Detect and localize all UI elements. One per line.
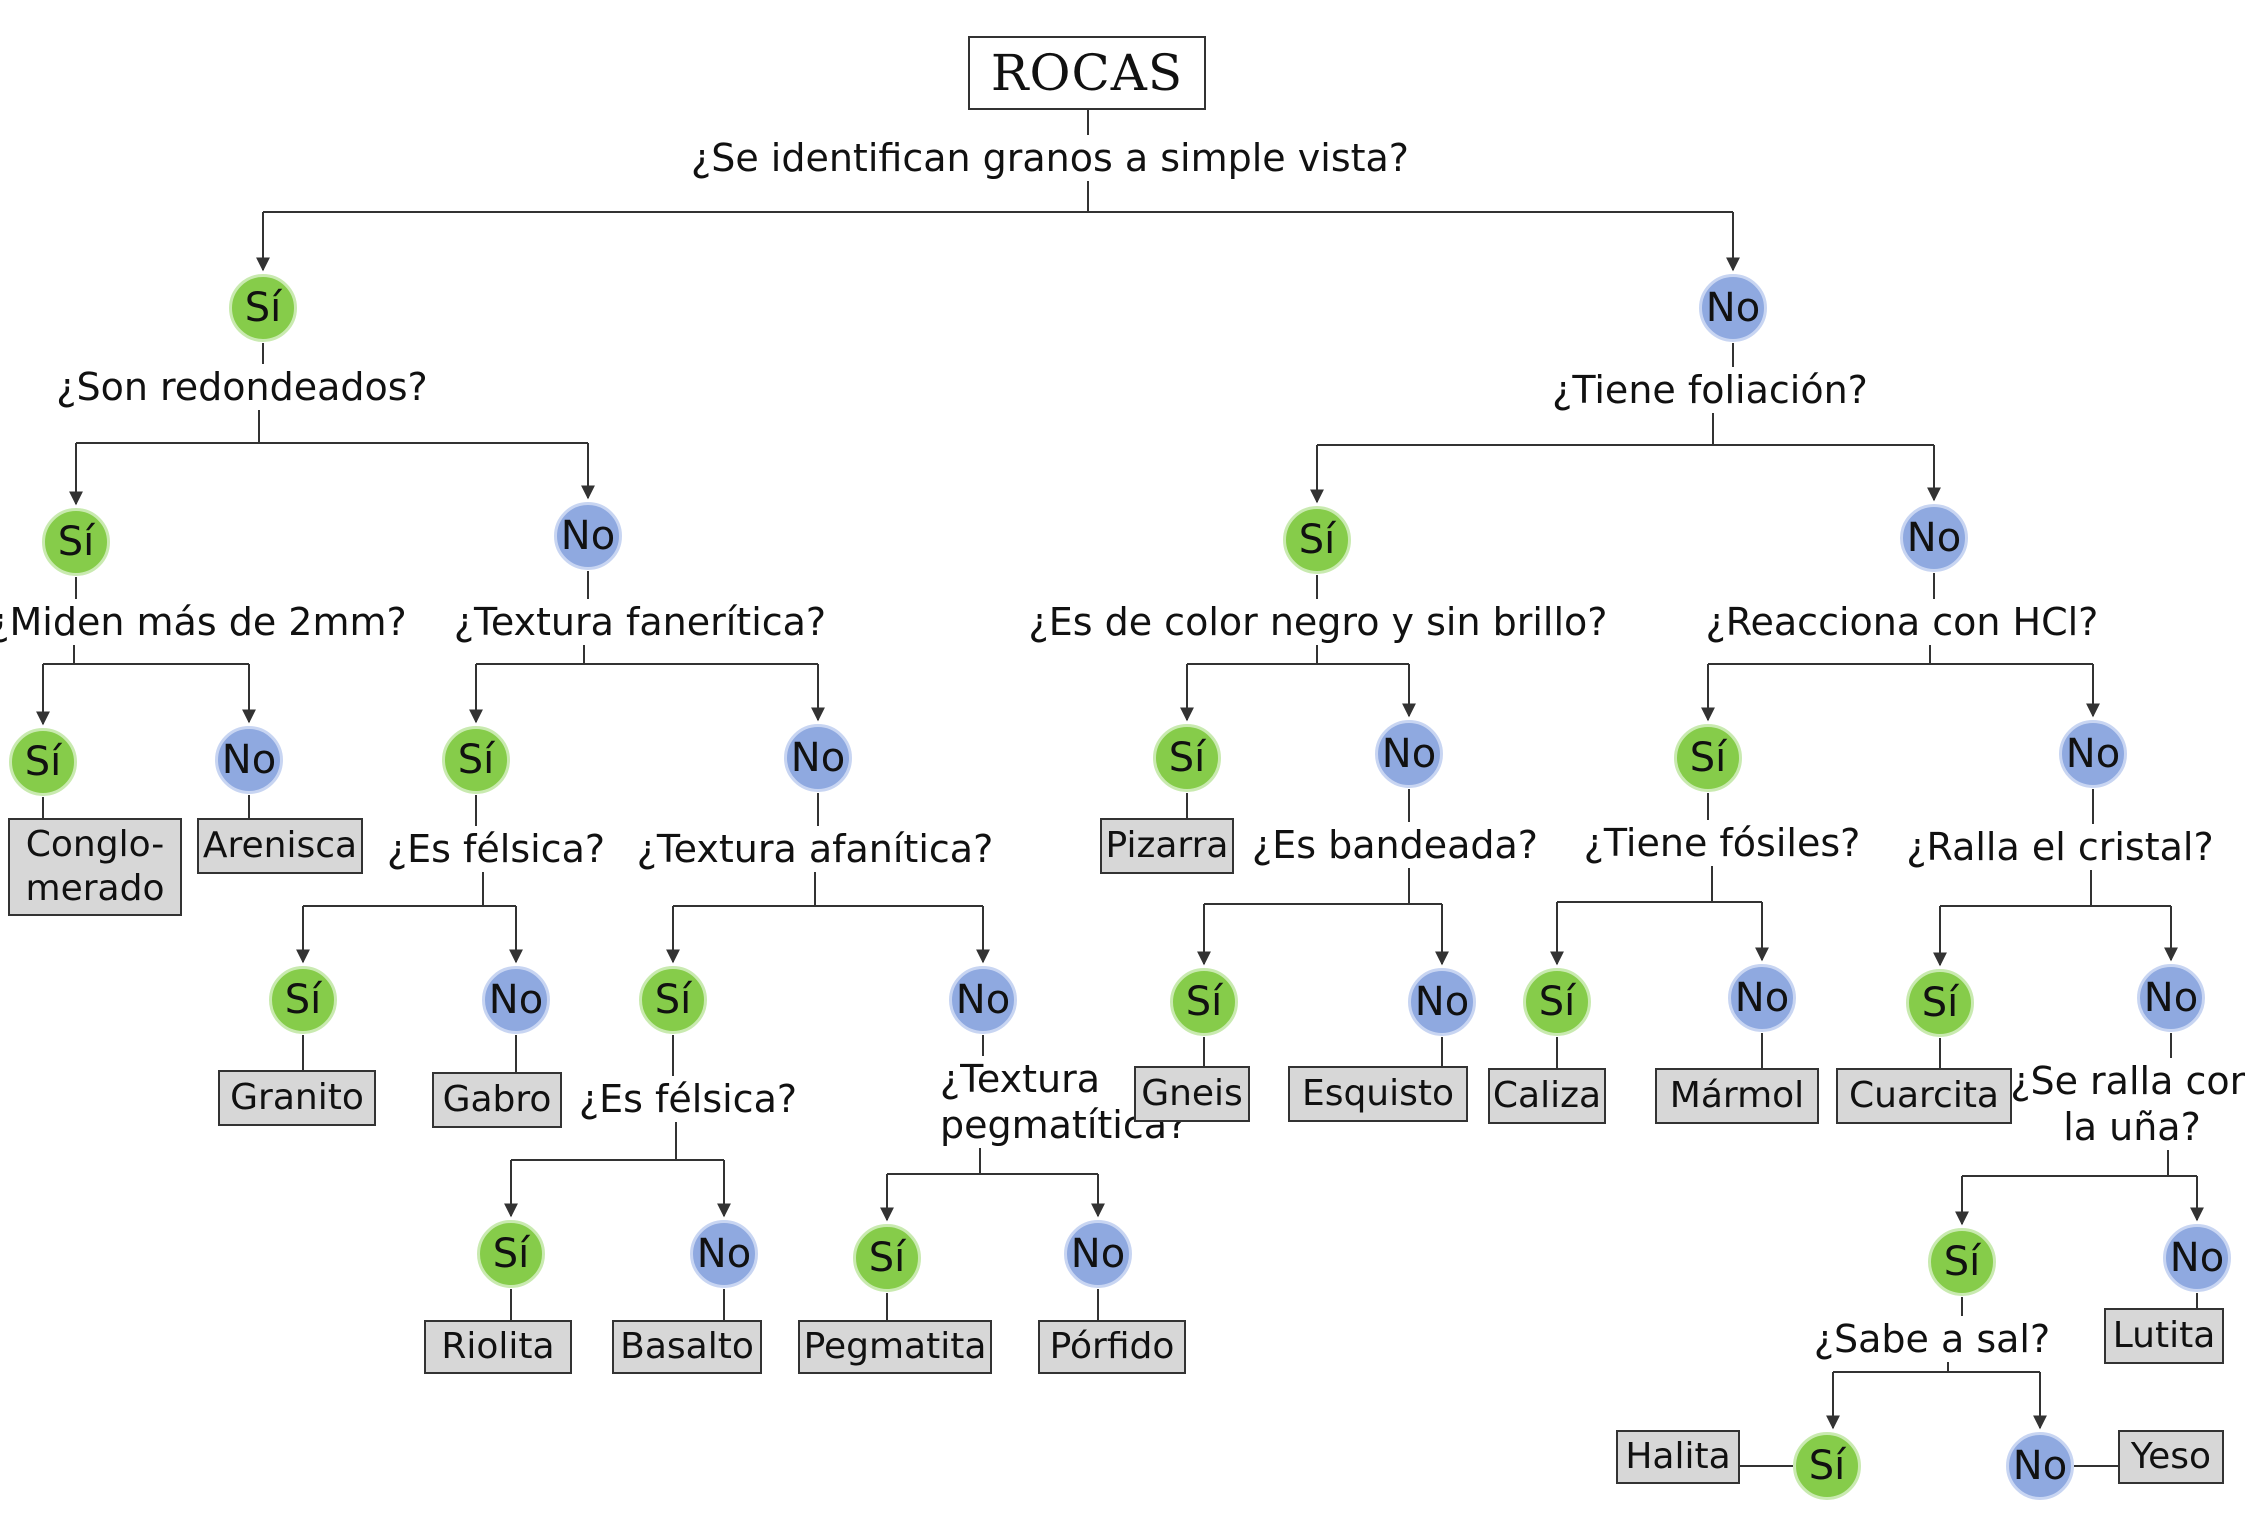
rock-conglomerado-line2: merado xyxy=(25,868,165,909)
question-rounded: ¿Son redondeados? xyxy=(52,364,432,410)
rock-marmol: Mármol xyxy=(1655,1068,1819,1124)
rock-porfido: Pórfido xyxy=(1038,1320,1186,1374)
question-felsic-1: ¿Es félsica? xyxy=(382,826,610,872)
no-node-black: No xyxy=(1375,720,1443,788)
rock-halita: Halita xyxy=(1616,1430,1740,1484)
no-node-rounded: No xyxy=(554,502,622,570)
yes-node-grains: Sí xyxy=(229,274,297,342)
yes-node-fossils: Sí xyxy=(1523,968,1591,1036)
no-node-aphanitic: No xyxy=(949,966,1017,1034)
question-salty: ¿Sabe a sal? xyxy=(1809,1316,2055,1362)
question-fingernail: ¿Se ralla con la uña? xyxy=(2006,1058,2245,1150)
yes-node-foliation: Sí xyxy=(1283,506,1351,574)
rock-pegmatita: Pegmatita xyxy=(798,1320,992,1374)
question-fingernail-line1: ¿Se ralla con xyxy=(2010,1059,2245,1103)
yes-node-2mm: Sí xyxy=(9,728,77,796)
rock-gabro: Gabro xyxy=(432,1072,562,1128)
yes-node-felsic-2: Sí xyxy=(477,1220,545,1288)
question-banded: ¿Es bandeada? xyxy=(1248,822,1542,868)
yes-node-felsic-1: Sí xyxy=(269,966,337,1034)
yes-node-phaneritic: Sí xyxy=(442,726,510,794)
no-node-hcl: No xyxy=(2059,720,2127,788)
rock-gneis: Gneis xyxy=(1134,1066,1250,1122)
yes-node-pegmatitic: Sí xyxy=(853,1224,921,1292)
rock-conglomerado: Conglo- merado xyxy=(8,818,182,916)
rock-arenisca: Arenisca xyxy=(197,818,363,874)
no-node-phaneritic: No xyxy=(784,724,852,792)
yes-node-banded: Sí xyxy=(1170,968,1238,1036)
rock-pizarra: Pizarra xyxy=(1100,818,1234,874)
rock-yeso: Yeso xyxy=(2118,1430,2224,1484)
no-node-glass: No xyxy=(2137,964,2205,1032)
question-felsic-2: ¿Es félsica? xyxy=(574,1076,802,1122)
question-hcl: ¿Reacciona con HCl? xyxy=(1701,599,2103,645)
yes-node-hcl: Sí xyxy=(1674,724,1742,792)
yes-node-rounded: Sí xyxy=(42,508,110,576)
rock-granito: Granito xyxy=(218,1070,376,1126)
yes-node-fingernail: Sí xyxy=(1928,1228,1996,1296)
rock-cuarcita: Cuarcita xyxy=(1836,1068,2012,1124)
no-node-foliation: No xyxy=(1900,504,1968,572)
question-fingernail-line2: la uña? xyxy=(2063,1105,2201,1149)
question-foliation: ¿Tiene foliación? xyxy=(1548,367,1872,413)
rock-esquisto: Esquisto xyxy=(1288,1066,1468,1122)
no-node-felsic-1: No xyxy=(482,966,550,1034)
root-box-rocas: ROCAS xyxy=(968,36,1206,110)
rock-basalto: Basalto xyxy=(612,1320,762,1374)
yes-node-glass: Sí xyxy=(1906,969,1974,1037)
question-phaneritic: ¿Textura fanerítica? xyxy=(449,599,831,645)
rock-caliza: Caliza xyxy=(1488,1068,1606,1124)
yes-node-aphanitic: Sí xyxy=(639,966,707,1034)
rock-riolita: Riolita xyxy=(424,1320,572,1374)
question-larger-2mm: ¿Miden más de 2mm? xyxy=(0,599,411,645)
question-black-dull: ¿Es de color negro y sin brillo? xyxy=(1024,599,1612,645)
yes-node-black: Sí xyxy=(1153,724,1221,792)
no-node-banded: No xyxy=(1408,968,1476,1036)
rock-lutita: Lutita xyxy=(2104,1308,2224,1364)
no-node-felsic-2: No xyxy=(690,1220,758,1288)
no-node-pegmatitic: No xyxy=(1064,1220,1132,1288)
question-scratches-glass: ¿Ralla el cristal? xyxy=(1902,824,2218,870)
no-node-2mm: No xyxy=(215,726,283,794)
question-pegmatitic-line1: ¿Textura xyxy=(940,1057,1101,1101)
question-grains-visible: ¿Se identifican granos a simple vista? xyxy=(687,135,1413,181)
question-fossils: ¿Tiene fósiles? xyxy=(1579,820,1865,866)
yes-node-salty: Sí xyxy=(1793,1432,1861,1500)
no-node-salty: No xyxy=(2006,1432,2074,1500)
no-node-grains: No xyxy=(1699,274,1767,342)
no-node-fossils: No xyxy=(1728,964,1796,1032)
rock-conglomerado-line1: Conglo- xyxy=(25,824,165,865)
no-node-fingernail: No xyxy=(2163,1224,2231,1292)
question-aphanitic: ¿Textura afanítica? xyxy=(632,826,998,872)
